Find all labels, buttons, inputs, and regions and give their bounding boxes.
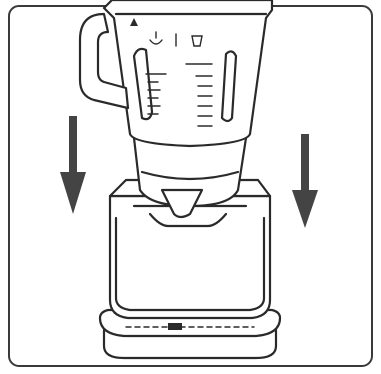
down-arrow-icon	[60, 116, 86, 214]
down-arrow-icon	[292, 134, 318, 228]
